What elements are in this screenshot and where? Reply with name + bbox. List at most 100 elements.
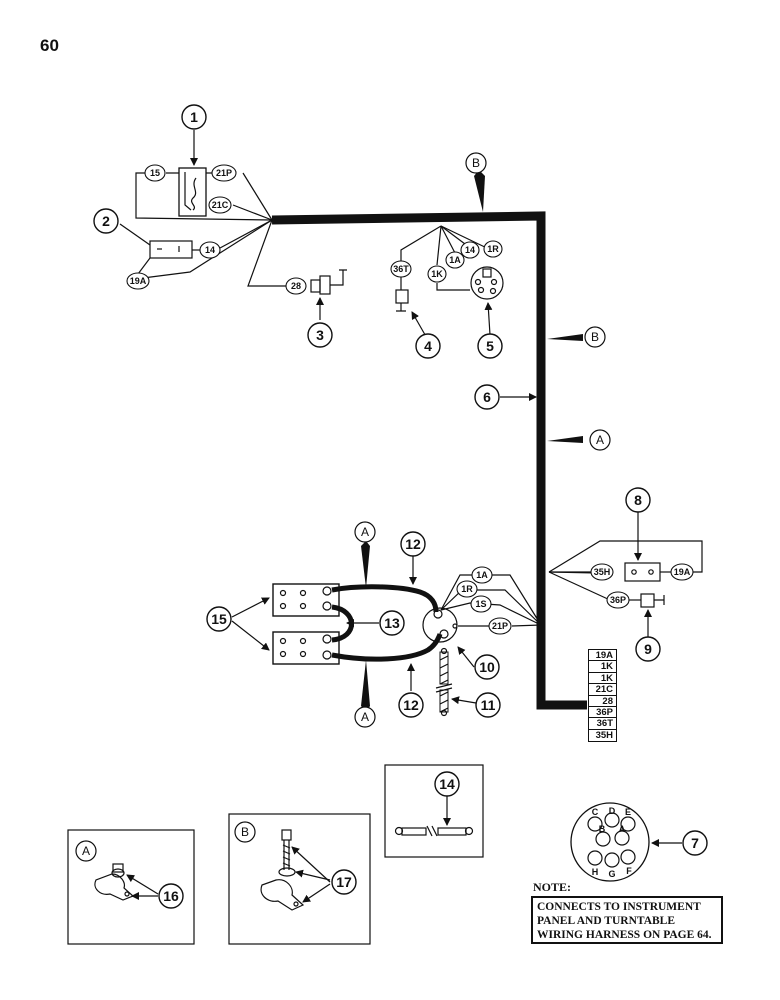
detail-a-clamp — [94, 863, 159, 901]
detail-a-label: A — [75, 840, 97, 862]
wire-tag-21c: 21C — [208, 196, 232, 214]
callout-13: 13 — [379, 610, 405, 636]
label-t35h: 35H — [594, 567, 611, 577]
pin-h: H — [592, 867, 599, 877]
label-c5: 5 — [486, 338, 494, 354]
wire-tag-36t: 36T — [390, 260, 412, 278]
wire-tag-19a-right: 19A — [670, 563, 694, 581]
pin-d: D — [609, 806, 616, 816]
callout-9: 9 — [635, 636, 661, 662]
note-title: NOTE: — [533, 880, 572, 894]
connector-7 — [570, 802, 682, 882]
label-c11: 11 — [481, 697, 496, 713]
wire-list-item: 36T — [589, 718, 616, 730]
label-t1a-top: 1A — [449, 255, 461, 265]
label-a-right: A — [596, 433, 604, 447]
label-b-top: B — [472, 156, 480, 170]
pin-g: G — [608, 869, 615, 879]
label-a-top: A — [361, 525, 369, 539]
starter-solenoid — [422, 607, 458, 643]
wire-tag-1a-top: 1A — [445, 251, 465, 269]
callout-16: 16 — [158, 883, 184, 909]
component-5-socket — [470, 266, 504, 336]
label-c10: 10 — [479, 659, 495, 675]
label-t1r: 1R — [461, 584, 473, 594]
wire-list-item: 21C — [589, 684, 616, 696]
callout-4: 4 — [415, 333, 441, 359]
label-t14b: 14 — [465, 245, 475, 255]
component-4-5-wires — [395, 225, 492, 341]
label-t21c: 21C — [212, 200, 229, 210]
callout-11: 11 — [475, 692, 501, 718]
wire-tag-21p: 21P — [488, 617, 512, 635]
callout-10: 10 — [474, 654, 500, 680]
pin-a: A — [619, 824, 626, 834]
label-c1: 1 — [190, 109, 198, 125]
label-t1a: 1A — [476, 570, 488, 580]
section-a-top: A — [354, 521, 376, 543]
detail-b-label: B — [234, 821, 256, 843]
wire-list-table: 19A 1K 1K 21C 28 36P 36T 35H — [588, 649, 617, 743]
wire-list-item: 1K — [589, 661, 616, 673]
label-c14: 14 — [439, 776, 455, 792]
callout-8: 8 — [625, 487, 651, 513]
detail-14-strap — [394, 795, 474, 837]
component-3-switch — [310, 269, 347, 320]
label-t36p: 36P — [610, 595, 626, 605]
wire-tag-28: 28 — [285, 277, 307, 295]
callout-17: 17 — [331, 869, 357, 895]
label-b-right: B — [591, 330, 599, 344]
wire-tag-36p: 36P — [606, 591, 630, 609]
wire-tag-21p-top: 21P — [211, 164, 237, 182]
wire-tag-35h: 35H — [590, 563, 614, 581]
callout-15: 15 — [206, 606, 232, 632]
pin-f: F — [626, 866, 632, 876]
callout-2: 2 — [93, 208, 119, 234]
note-line: WIRING HARNESS ON PAGE 64. — [537, 929, 712, 941]
label-detail-a: A — [82, 844, 90, 858]
wire-tag-1a: 1A — [471, 566, 493, 584]
wire-tag-19a-left: 19A — [126, 272, 150, 290]
wire-tag-1s: 1S — [470, 595, 492, 613]
section-b-top: B — [465, 152, 487, 174]
battery-lower — [272, 631, 340, 665]
component-2-resistor — [119, 223, 200, 279]
wire-list-item: 19A — [589, 650, 616, 662]
battery-upper — [272, 583, 340, 617]
wire-tag-15: 15 — [144, 164, 166, 182]
label-c9: 9 — [644, 641, 652, 657]
section-a-right: A — [589, 429, 611, 451]
pin-e: E — [625, 807, 631, 817]
callout-3: 3 — [307, 322, 333, 348]
detail-box-14 — [384, 764, 484, 858]
label-detail-b: B — [241, 825, 249, 839]
label-c15: 15 — [211, 611, 227, 627]
callout-1: 1 — [181, 104, 207, 130]
label-t1r-top: 1R — [487, 244, 499, 254]
label-c8: 8 — [634, 492, 642, 508]
wire-tag-14a: 14 — [199, 241, 221, 259]
label-c4: 4 — [424, 338, 432, 354]
wire-tag-1r: 1R — [456, 580, 478, 598]
wire-tag-1k: 1K — [427, 265, 447, 283]
wire-list-item: 36P — [589, 707, 616, 719]
section-a-bottom: A — [354, 706, 376, 728]
callout-5: 5 — [477, 333, 503, 359]
label-t21p-top: 21P — [216, 168, 232, 178]
page-number: 60 — [40, 36, 59, 55]
main-harness — [271, 211, 587, 710]
label-t21p: 21P — [492, 621, 508, 631]
label-c17: 17 — [336, 874, 352, 890]
label-t1s: 1S — [475, 599, 486, 609]
section-b-right: B — [584, 326, 606, 348]
label-t36t: 36T — [393, 264, 409, 274]
callout-14: 14 — [434, 771, 460, 797]
label-c3: 3 — [316, 327, 324, 343]
wire-tag-1r-top: 1R — [483, 240, 503, 258]
label-c2: 2 — [102, 213, 110, 229]
wire-tag-14b: 14 — [460, 241, 480, 259]
label-t1k: 1K — [431, 269, 443, 279]
label-c7: 7 — [691, 835, 699, 851]
callout-6: 6 — [474, 384, 500, 410]
